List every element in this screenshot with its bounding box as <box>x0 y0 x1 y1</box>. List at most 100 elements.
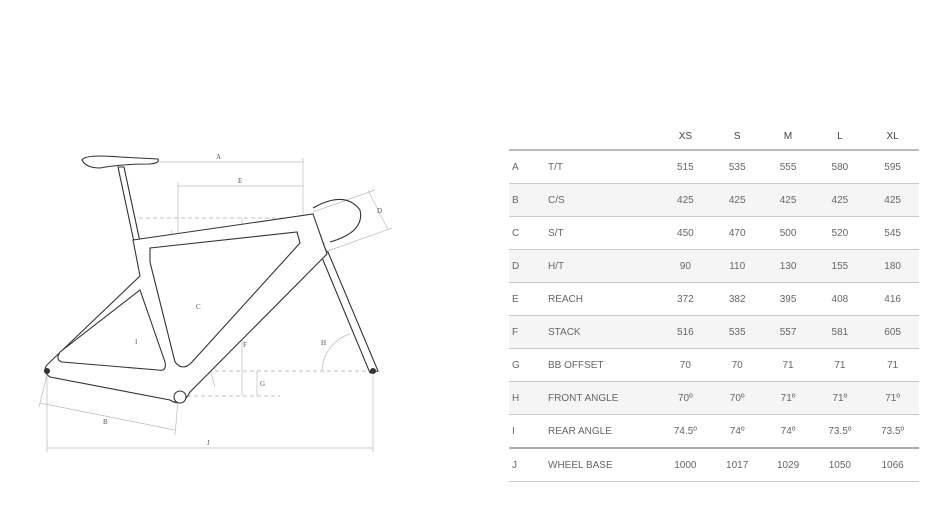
size-value: 110 <box>711 249 763 283</box>
size-value: 70 <box>711 348 763 382</box>
size-value: 74.5º <box>659 414 712 449</box>
label-h: H <box>321 339 326 347</box>
label-d: D <box>377 207 382 215</box>
dimension-name: T/T <box>547 150 659 184</box>
dimension-name: C/S <box>547 183 659 217</box>
label-c: C <box>196 303 201 311</box>
front-triangle-opening <box>149 231 301 368</box>
size-value: 180 <box>866 249 919 283</box>
size-value: 545 <box>866 216 919 250</box>
size-value: 155 <box>813 249 867 283</box>
size-header: XS <box>659 123 712 151</box>
size-value: 130 <box>762 249 814 283</box>
handlebar <box>312 198 362 243</box>
label-f: F <box>243 341 247 349</box>
rear-triangle-opening <box>57 289 166 371</box>
label-g: G <box>260 380 265 388</box>
size-value: 408 <box>813 282 867 316</box>
dimension-letter: F <box>509 315 547 349</box>
dimension-letter: E <box>509 282 547 316</box>
rear-dropout <box>43 367 51 375</box>
size-value: 581 <box>813 315 867 349</box>
size-value: 595 <box>866 150 919 184</box>
dimension-letter: A <box>509 150 547 184</box>
bike-geometry-diagram: A E D C F I H G B J <box>38 153 393 452</box>
size-value: 372 <box>659 282 712 316</box>
size-value: 450 <box>659 216 712 250</box>
dimension-name: REACH <box>547 282 659 316</box>
size-value: 470 <box>711 216 763 250</box>
size-value: 71º <box>762 381 814 415</box>
saddle <box>81 155 159 169</box>
dimension-letter: J <box>509 447 547 482</box>
size-value: 557 <box>762 315 814 349</box>
dimension-name: FRONT ANGLE <box>547 381 659 415</box>
size-value: 74º <box>711 414 763 449</box>
size-value: 425 <box>659 183 712 217</box>
size-value: 425 <box>813 183 867 217</box>
size-value: 395 <box>762 282 814 316</box>
dimension-name: WHEEL BASE <box>547 447 659 482</box>
bike-frame <box>43 155 379 404</box>
size-header: M <box>762 123 814 151</box>
size-value: 73.5º <box>866 414 919 449</box>
size-value: 516 <box>659 315 712 349</box>
label-a: A <box>216 153 221 161</box>
label-b: B <box>103 418 108 426</box>
size-header: L <box>813 123 867 151</box>
dimension-name: REAR ANGLE <box>547 414 659 449</box>
label-i: I <box>135 338 138 346</box>
size-value: 70º <box>711 381 763 415</box>
size-value: 90 <box>659 249 712 283</box>
size-value: 416 <box>866 282 919 316</box>
size-value: 555 <box>762 150 814 184</box>
size-value: 71º <box>866 381 919 415</box>
dimension-name: S/T <box>547 216 659 250</box>
fork-dropout <box>369 367 377 375</box>
dimension-name: BB OFFSET <box>547 348 659 382</box>
dimension-letter: H <box>509 381 547 415</box>
size-value: 535 <box>711 315 763 349</box>
size-value: 73.5º <box>813 414 867 449</box>
size-value: 382 <box>711 282 763 316</box>
size-value: 71 <box>762 348 814 382</box>
size-value: 520 <box>813 216 867 250</box>
label-e: E <box>238 177 242 185</box>
size-value: 70 <box>659 348 712 382</box>
size-value: 515 <box>659 150 712 184</box>
size-header: S <box>711 123 763 151</box>
size-value: 535 <box>711 150 763 184</box>
size-value: 71 <box>866 348 919 382</box>
size-value: 1050 <box>813 447 867 482</box>
size-value: 71 <box>813 348 867 382</box>
size-value: 74º <box>762 414 814 449</box>
size-value: 425 <box>762 183 814 217</box>
dimension-letter: G <box>509 348 547 382</box>
label-j: J <box>207 439 210 447</box>
dimension-name: H/T <box>547 249 659 283</box>
size-value: 1017 <box>711 447 763 482</box>
size-value: 500 <box>762 216 814 250</box>
dimension-name: STACK <box>547 315 659 349</box>
size-value: 1029 <box>762 447 814 482</box>
size-value: 580 <box>813 150 867 184</box>
dimension-letter: D <box>509 249 547 283</box>
size-value: 425 <box>866 183 919 217</box>
dimension-letter: I <box>509 414 547 449</box>
size-value: 1000 <box>659 447 712 482</box>
size-value: 70º <box>659 381 712 415</box>
size-value: 1066 <box>866 447 919 482</box>
fork <box>316 247 379 374</box>
